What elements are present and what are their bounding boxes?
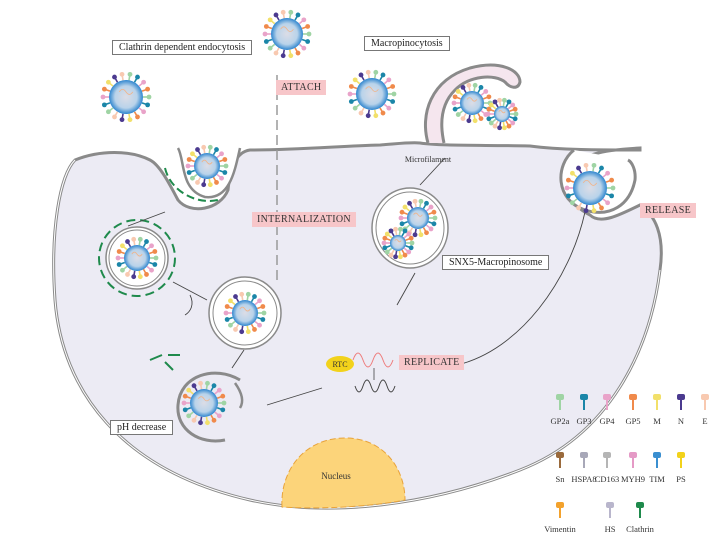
legend-item-vimentin: Vimentin [544, 502, 577, 534]
pit-virion [185, 144, 229, 188]
legend-label: M [653, 416, 661, 426]
legend-label: GP3 [576, 416, 591, 426]
virions [100, 9, 616, 426]
legend-item-tim: TIM [649, 452, 665, 484]
macropinocytosis-label: Macropinocytosis [364, 36, 450, 51]
hook-icon [603, 452, 611, 468]
legend-label: E [702, 416, 707, 426]
t-bar-icon [677, 394, 685, 410]
legend-label: GP4 [599, 416, 615, 426]
legend-item-clathrin: Clathrin [626, 502, 655, 534]
legend-label: MYH9 [621, 474, 645, 484]
vesicle-virion [115, 236, 159, 280]
t-bar-icon [629, 394, 637, 410]
legend-item-hs: HS [605, 502, 616, 534]
legend-item-gp5: GP5 [625, 394, 641, 426]
released-clathrin [149, 354, 180, 371]
coil-icon [629, 452, 637, 468]
rod-icon [701, 394, 709, 410]
endosome-virion [223, 291, 267, 335]
legend-label: Vimentin [544, 524, 576, 534]
capsule-icon [653, 452, 661, 468]
released-virion [564, 162, 616, 214]
legend-label: PS [676, 474, 686, 484]
ruffle-virion-large [451, 82, 493, 124]
legend-label: Clathrin [626, 524, 655, 534]
attached-virion-macro [347, 69, 397, 119]
square-icon [556, 502, 564, 518]
ruffle-virion-small [485, 97, 519, 131]
step-replicate: REPLICATE [399, 355, 465, 370]
step-release: RELEASE [640, 203, 696, 218]
legend-label: N [678, 416, 684, 426]
ph-decrease-label: pH decrease [110, 420, 174, 435]
nucleus [281, 437, 406, 509]
step-internalization: INTERNALIZATION [252, 212, 356, 227]
snx5-macropinosome-label: SNX5-Macropinosome [442, 255, 550, 270]
funnel-icon [603, 394, 611, 410]
nucleus-label: Nucleus [321, 471, 351, 481]
free-virion [262, 9, 312, 59]
attached-virion-clathrin [100, 71, 152, 123]
macropinosome-virion-1 [398, 198, 438, 238]
legend-item-m: M [653, 394, 661, 426]
branch-icon [606, 502, 614, 518]
microfilament-label: Microfilament [405, 155, 452, 164]
legend-item-gp4: GP4 [599, 394, 615, 426]
legend-item-myh9: MYH9 [621, 452, 645, 484]
macropinosome-virion-2 [381, 226, 415, 260]
wedge-icon [677, 452, 685, 468]
lollipop-icon [580, 394, 588, 410]
lollipop-icon [556, 394, 564, 410]
legend-label: HS [605, 524, 616, 534]
stalk-icon [556, 452, 564, 468]
arc-icon [636, 502, 644, 518]
clathrin-endocytosis-label: Clathrin dependent endocytosis [112, 40, 253, 55]
legend-label: GP5 [625, 416, 640, 426]
legend-item-hspa8: HSPA8 [571, 452, 597, 484]
legend-label: HSPA8 [571, 474, 596, 484]
legend-item-gp3: GP3 [576, 394, 592, 426]
legend-label: TIM [649, 474, 665, 484]
step-attach: ATTACH [276, 80, 327, 95]
legend-label: CD163 [595, 474, 620, 484]
rtc-label: RTC [332, 360, 347, 369]
rna-strand-positive [352, 352, 394, 368]
fusing-virion [181, 380, 227, 426]
legend-item-e: E [701, 394, 709, 426]
legend-label: Sn [556, 474, 566, 484]
legend-item-gp2a: GP2a [551, 394, 570, 426]
legend-item-n: N [677, 394, 685, 426]
snx5-macropinosome [371, 187, 449, 269]
legend-item-ps: PS [676, 452, 686, 484]
legend-item-sn: Sn [556, 452, 566, 484]
legend-item-cd163: CD163 [595, 452, 620, 484]
funnel-icon [653, 394, 661, 410]
rna-strand-negative [354, 379, 396, 393]
pathway-arrows [127, 157, 586, 406]
clathrin-coat [164, 167, 219, 202]
legend-label: GP2a [551, 416, 570, 426]
fusing-vesicle [176, 371, 244, 443]
rtc-badge [326, 356, 354, 372]
membrane-ruffle [423, 63, 522, 144]
fork-icon [580, 452, 588, 468]
